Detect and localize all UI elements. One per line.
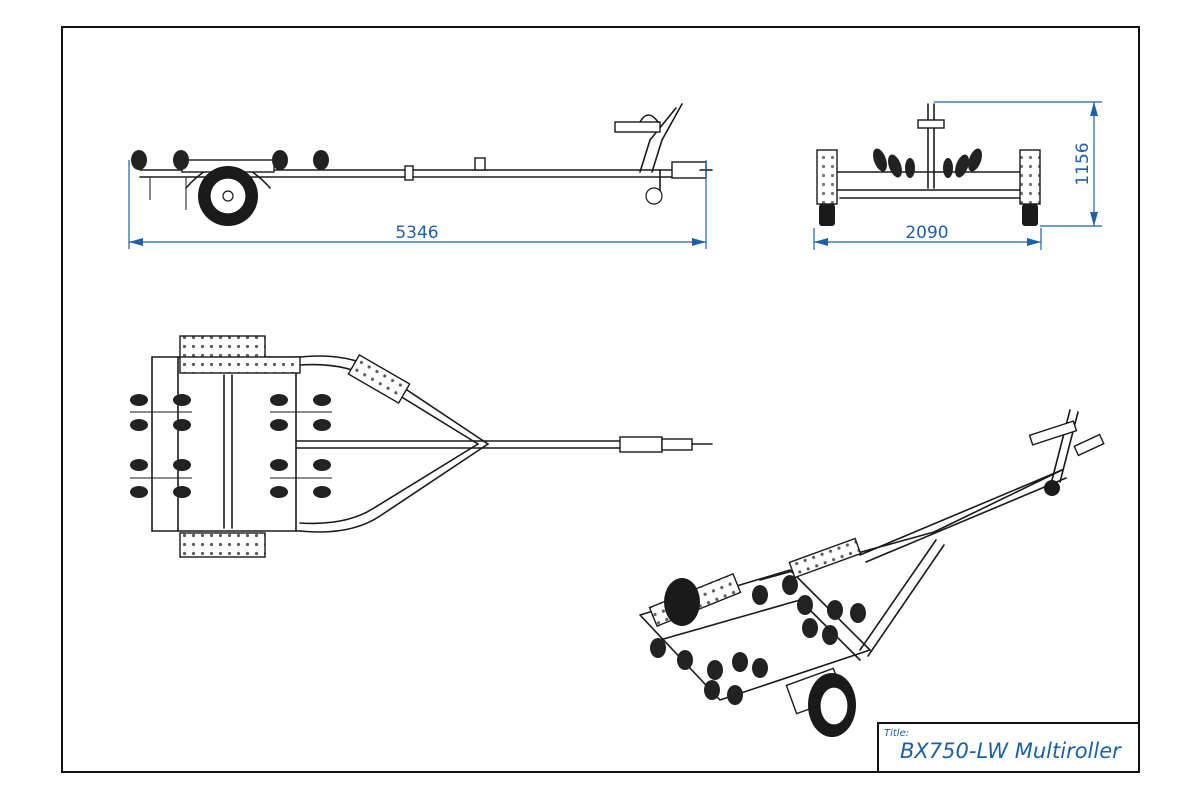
front-view (816, 103, 1041, 226)
front-rollers (873, 148, 982, 178)
width-value: 2090 (905, 223, 948, 243)
top-view (130, 335, 713, 558)
sheet-border (61, 26, 1140, 773)
side-rollers (131, 150, 329, 170)
length-value: 5346 (395, 223, 438, 243)
top-rollers (130, 394, 331, 498)
side-view (131, 103, 713, 226)
iso-wheel-rear (664, 578, 700, 626)
height-dimension: 1156 (934, 101, 1102, 227)
iso-rollers (650, 575, 866, 705)
title-name: BX750-LW Multiroller (900, 739, 1122, 763)
height-value: 1156 (1073, 142, 1093, 185)
width-dimension: 2090 (813, 223, 1042, 250)
length-dimension: 5346 (128, 160, 707, 249)
title-block: Title: BX750-LW Multiroller (877, 722, 1140, 773)
isometric-view (639, 409, 1105, 737)
title-label: Title: (884, 728, 909, 739)
